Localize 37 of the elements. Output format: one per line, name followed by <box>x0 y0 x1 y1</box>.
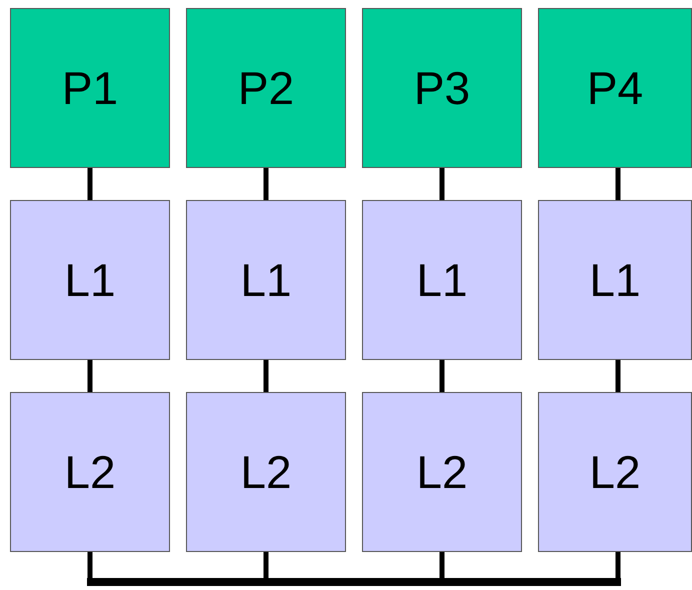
cache-box <box>10 200 170 360</box>
processor-box <box>538 8 692 168</box>
cache-box <box>538 392 692 552</box>
connector-line <box>440 168 444 200</box>
cache-box <box>362 392 522 552</box>
connector-line <box>264 168 268 200</box>
box-label: L1 <box>416 253 468 307</box>
cache-box <box>186 392 346 552</box>
box-label: L1 <box>589 253 641 307</box>
processor-box <box>10 8 170 168</box>
cache-box <box>186 200 346 360</box>
connector-line <box>616 552 620 579</box>
connector-line <box>616 168 620 200</box>
connector-line <box>88 168 92 200</box>
box-label: L2 <box>589 445 641 499</box>
connector-line <box>88 552 92 579</box>
box-label: P4 <box>586 61 644 115</box>
connector-line <box>264 552 268 579</box>
box-label: P3 <box>414 61 470 115</box>
box-label: L2 <box>240 445 292 499</box>
bus-bar <box>87 578 621 586</box>
connector-line <box>440 552 444 579</box>
box-label: P2 <box>238 61 294 115</box>
connector-line <box>616 360 620 392</box>
box-label: P1 <box>62 61 118 115</box>
box-label: L1 <box>64 253 116 307</box>
box-label: L2 <box>64 445 116 499</box>
connector-line <box>88 360 92 392</box>
processor-box <box>186 8 346 168</box>
cache-box <box>362 200 522 360</box>
connector-line <box>440 360 444 392</box>
connector-line <box>264 360 268 392</box>
processor-box <box>362 8 522 168</box>
box-label: L2 <box>416 445 468 499</box>
box-label: L1 <box>240 253 292 307</box>
cache-box <box>10 392 170 552</box>
cache-box <box>538 200 692 360</box>
